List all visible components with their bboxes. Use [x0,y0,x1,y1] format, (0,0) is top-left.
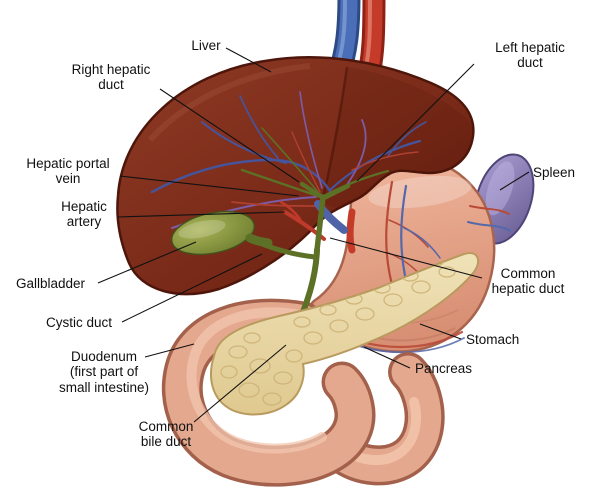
label-common-bile-duct: Common bile duct [138,419,194,450]
leader-left-hepatic-duct [356,63,475,182]
label-right-hepatic-duct: Right hepatic duct [71,62,151,93]
label-liver: Liver [191,38,221,53]
label-hepatic-artery: Hepatic artery [61,199,107,230]
leader-pancreas [363,346,411,369]
leader-gallbladder [97,241,197,284]
label-pancreas: Pancreas [415,361,473,376]
leader-lines [97,47,530,423]
leader-hepatic-portal-vein [119,175,300,197]
label-gallbladder: Gallbladder [16,276,86,291]
leader-common-hepatic-duct [329,237,483,279]
duodenum-shape [161,298,376,487]
right-hepatic-duct-shape [299,181,325,200]
label-cystic-duct: Cystic duct [46,315,113,330]
leader-hepatic-artery [117,211,286,218]
leader-right-hepatic-duct [159,88,300,183]
biliary-system [170,181,351,341]
common-hepatic-duct-shape [314,194,326,253]
leader-liver [225,47,272,73]
leader-cystic-duct [121,253,263,323]
label-duodenum: Duodenum (first part of small intestine) [58,349,150,395]
leader-stomach [419,323,462,340]
label-common-hepatic-duct: Common hepatic duct [491,266,565,297]
leader-common-bile-duct [193,344,287,423]
leader-spleen [499,171,530,191]
label-spleen: Spleen [533,165,576,180]
left-hepatic-duct-shape [321,183,351,201]
label-left-hepatic-duct: Left hepatic duct [495,40,565,71]
label-hepatic-portal-vein: Hepatic portal vein [26,156,110,187]
jejunum-shape [320,352,445,486]
celiac-artery-vessel [346,208,356,254]
label-stomach: Stomach [466,332,520,347]
leader-duodenum [144,343,195,358]
